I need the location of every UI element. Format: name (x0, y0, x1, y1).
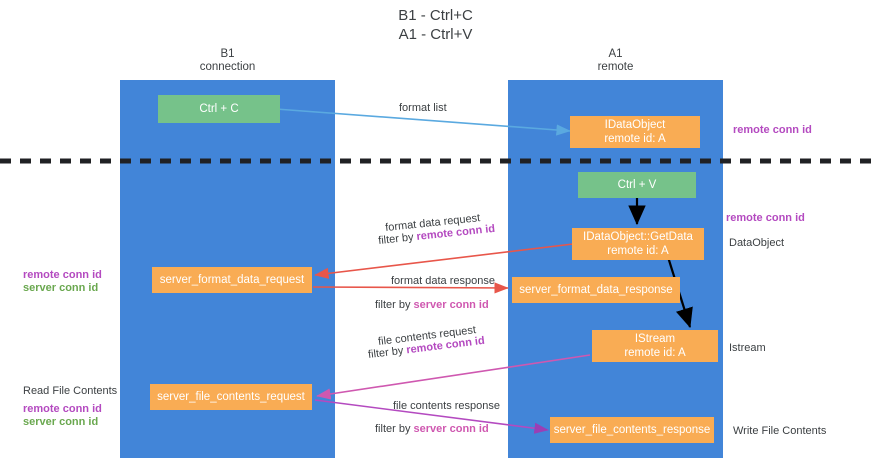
node-server-format-data-response[interactable]: server_format_data_response (512, 277, 680, 303)
node-idataobject[interactable]: IDataObject remote id: A (570, 116, 700, 148)
side-label-remote-conn-id-top: remote conn id (733, 124, 812, 136)
node-server-file-contents-response-label: server_file_contents_response (553, 424, 711, 436)
node-ctrl-c[interactable]: Ctrl + C (158, 95, 280, 123)
lane-header-a1: A1 remote (597, 48, 634, 73)
filter-prefix: filter by (367, 344, 408, 362)
node-server-format-data-request[interactable]: server_format_data_request (152, 267, 312, 293)
node-server-file-contents-response[interactable]: server_file_contents_response (550, 417, 714, 443)
node-ctrl-v[interactable]: Ctrl + V (578, 172, 696, 198)
filter-prefix: filter by (375, 299, 414, 311)
filter-key-server-conn-id: server conn id (413, 423, 489, 435)
edge-label-file-contents-response: file contents response (393, 400, 501, 412)
edge-label-format-data-response: format data response (391, 275, 495, 287)
lane-header-b1: B1 connection (199, 48, 256, 73)
edge-label-format-list: format list (399, 102, 447, 114)
side-label-left-remote-conn-id-2: remote conn id (23, 403, 102, 415)
node-istream-label: IStream remote id: A (624, 333, 686, 359)
node-server-format-data-request-label: server_format_data_request (159, 274, 305, 286)
page-title: B1 - Ctrl+C A1 - Ctrl+V (398, 7, 473, 43)
side-label-read-file-contents: Read File Contents (23, 385, 118, 397)
side-label-dataobject: DataObject (729, 237, 785, 249)
node-ctrl-c-label: Ctrl + C (199, 103, 239, 115)
node-ctrl-v-label: Ctrl + V (617, 179, 657, 191)
node-istream[interactable]: IStream remote id: A (592, 330, 718, 362)
node-idataobject-getdata-label: IDataObject::GetData remote id: A (583, 231, 693, 257)
edge-label-file-contents-response-filter: filter by server conn id (375, 422, 489, 436)
side-label-left-server-conn-id-2: server conn id (23, 416, 99, 428)
filter-prefix: filter by (377, 231, 418, 248)
node-server-format-data-response-label: server_format_data_response (519, 284, 673, 296)
edge-label-format-data-response-filter: filter by server conn id (375, 298, 489, 312)
side-label-istream: Istream (729, 342, 766, 354)
node-idataobject-label: IDataObject remote id: A (604, 119, 666, 145)
filter-key-server-conn-id: server conn id (413, 299, 489, 311)
filter-prefix: filter by (375, 423, 414, 435)
node-server-file-contents-request[interactable]: server_file_contents_request (150, 384, 312, 410)
side-label-left-server-conn-id: server conn id (23, 282, 99, 294)
side-label-write-file-contents: Write File Contents (733, 425, 827, 437)
node-server-file-contents-request-label: server_file_contents_request (157, 391, 305, 403)
side-label-remote-conn-id-mid: remote conn id (726, 212, 805, 224)
node-idataobject-getdata[interactable]: IDataObject::GetData remote id: A (572, 228, 704, 260)
side-label-left-remote-conn-id: remote conn id (23, 269, 102, 281)
